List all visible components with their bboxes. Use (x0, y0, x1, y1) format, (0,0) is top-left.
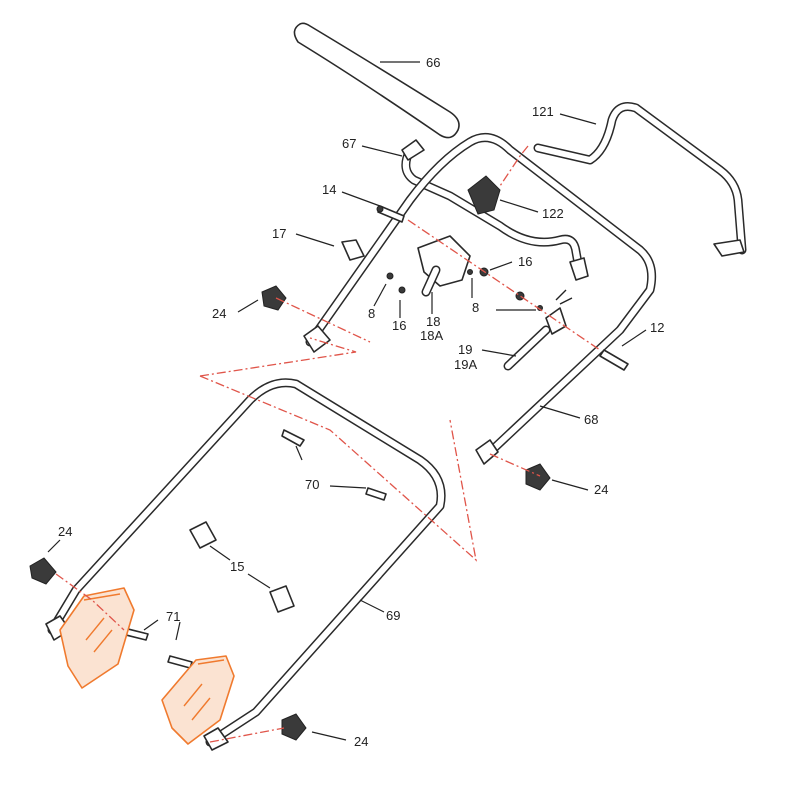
label-8-left: 8 (368, 306, 375, 321)
label-18: 18 (426, 314, 440, 329)
height-adjust-bracket-left (59, 587, 135, 689)
part-15-bracket (189, 521, 295, 613)
part-16-nut-upper (479, 267, 525, 301)
label-24-right: 24 (594, 482, 608, 497)
label-122: 122 (542, 206, 564, 221)
part-122-cable-clip (467, 175, 501, 215)
label-69: 69 (386, 608, 400, 623)
height-adjust-bracket-right (161, 655, 235, 745)
part-66-handle-grip (293, 22, 460, 139)
label-8-right: 8 (472, 300, 479, 315)
part-121-control-bail (533, 102, 747, 257)
label-24-upper: 24 (212, 306, 226, 321)
label-70: 70 (305, 477, 319, 492)
label-15: 15 (230, 559, 244, 574)
label-18a: 18A (420, 328, 443, 343)
label-16-upper: 16 (518, 254, 532, 269)
part-18-controller (417, 235, 471, 297)
part-number-labels: 66 121 67 14 122 17 16 24 8 16 18 18A 8 … (58, 55, 664, 749)
label-24-left: 24 (58, 524, 72, 539)
label-12: 12 (650, 320, 664, 335)
label-19: 19 (458, 342, 472, 357)
label-17: 17 (272, 226, 286, 241)
part-71-bolt (121, 627, 193, 669)
part-68-upper-handle (303, 133, 657, 465)
label-14: 14 (322, 182, 336, 197)
part-19-cable (503, 289, 573, 371)
label-24-bottom: 24 (354, 734, 368, 749)
label-121: 121 (532, 104, 554, 119)
part-17-cable-tie (341, 239, 365, 261)
label-71: 71 (166, 609, 180, 624)
assembly-centerlines (55, 145, 601, 743)
part-12-bolt (599, 349, 629, 371)
label-19a: 19A (454, 357, 477, 372)
leader-lines (47, 61, 647, 741)
part-24-knobs (29, 285, 551, 741)
label-67: 67 (342, 136, 356, 151)
label-68: 68 (584, 412, 598, 427)
part-69-lower-handle (45, 378, 446, 751)
part-70-bolt (281, 429, 387, 501)
part-8-washers (386, 269, 543, 311)
label-16-lower: 16 (392, 318, 406, 333)
part-67-cable-guide (401, 139, 589, 281)
label-66: 66 (426, 55, 440, 70)
